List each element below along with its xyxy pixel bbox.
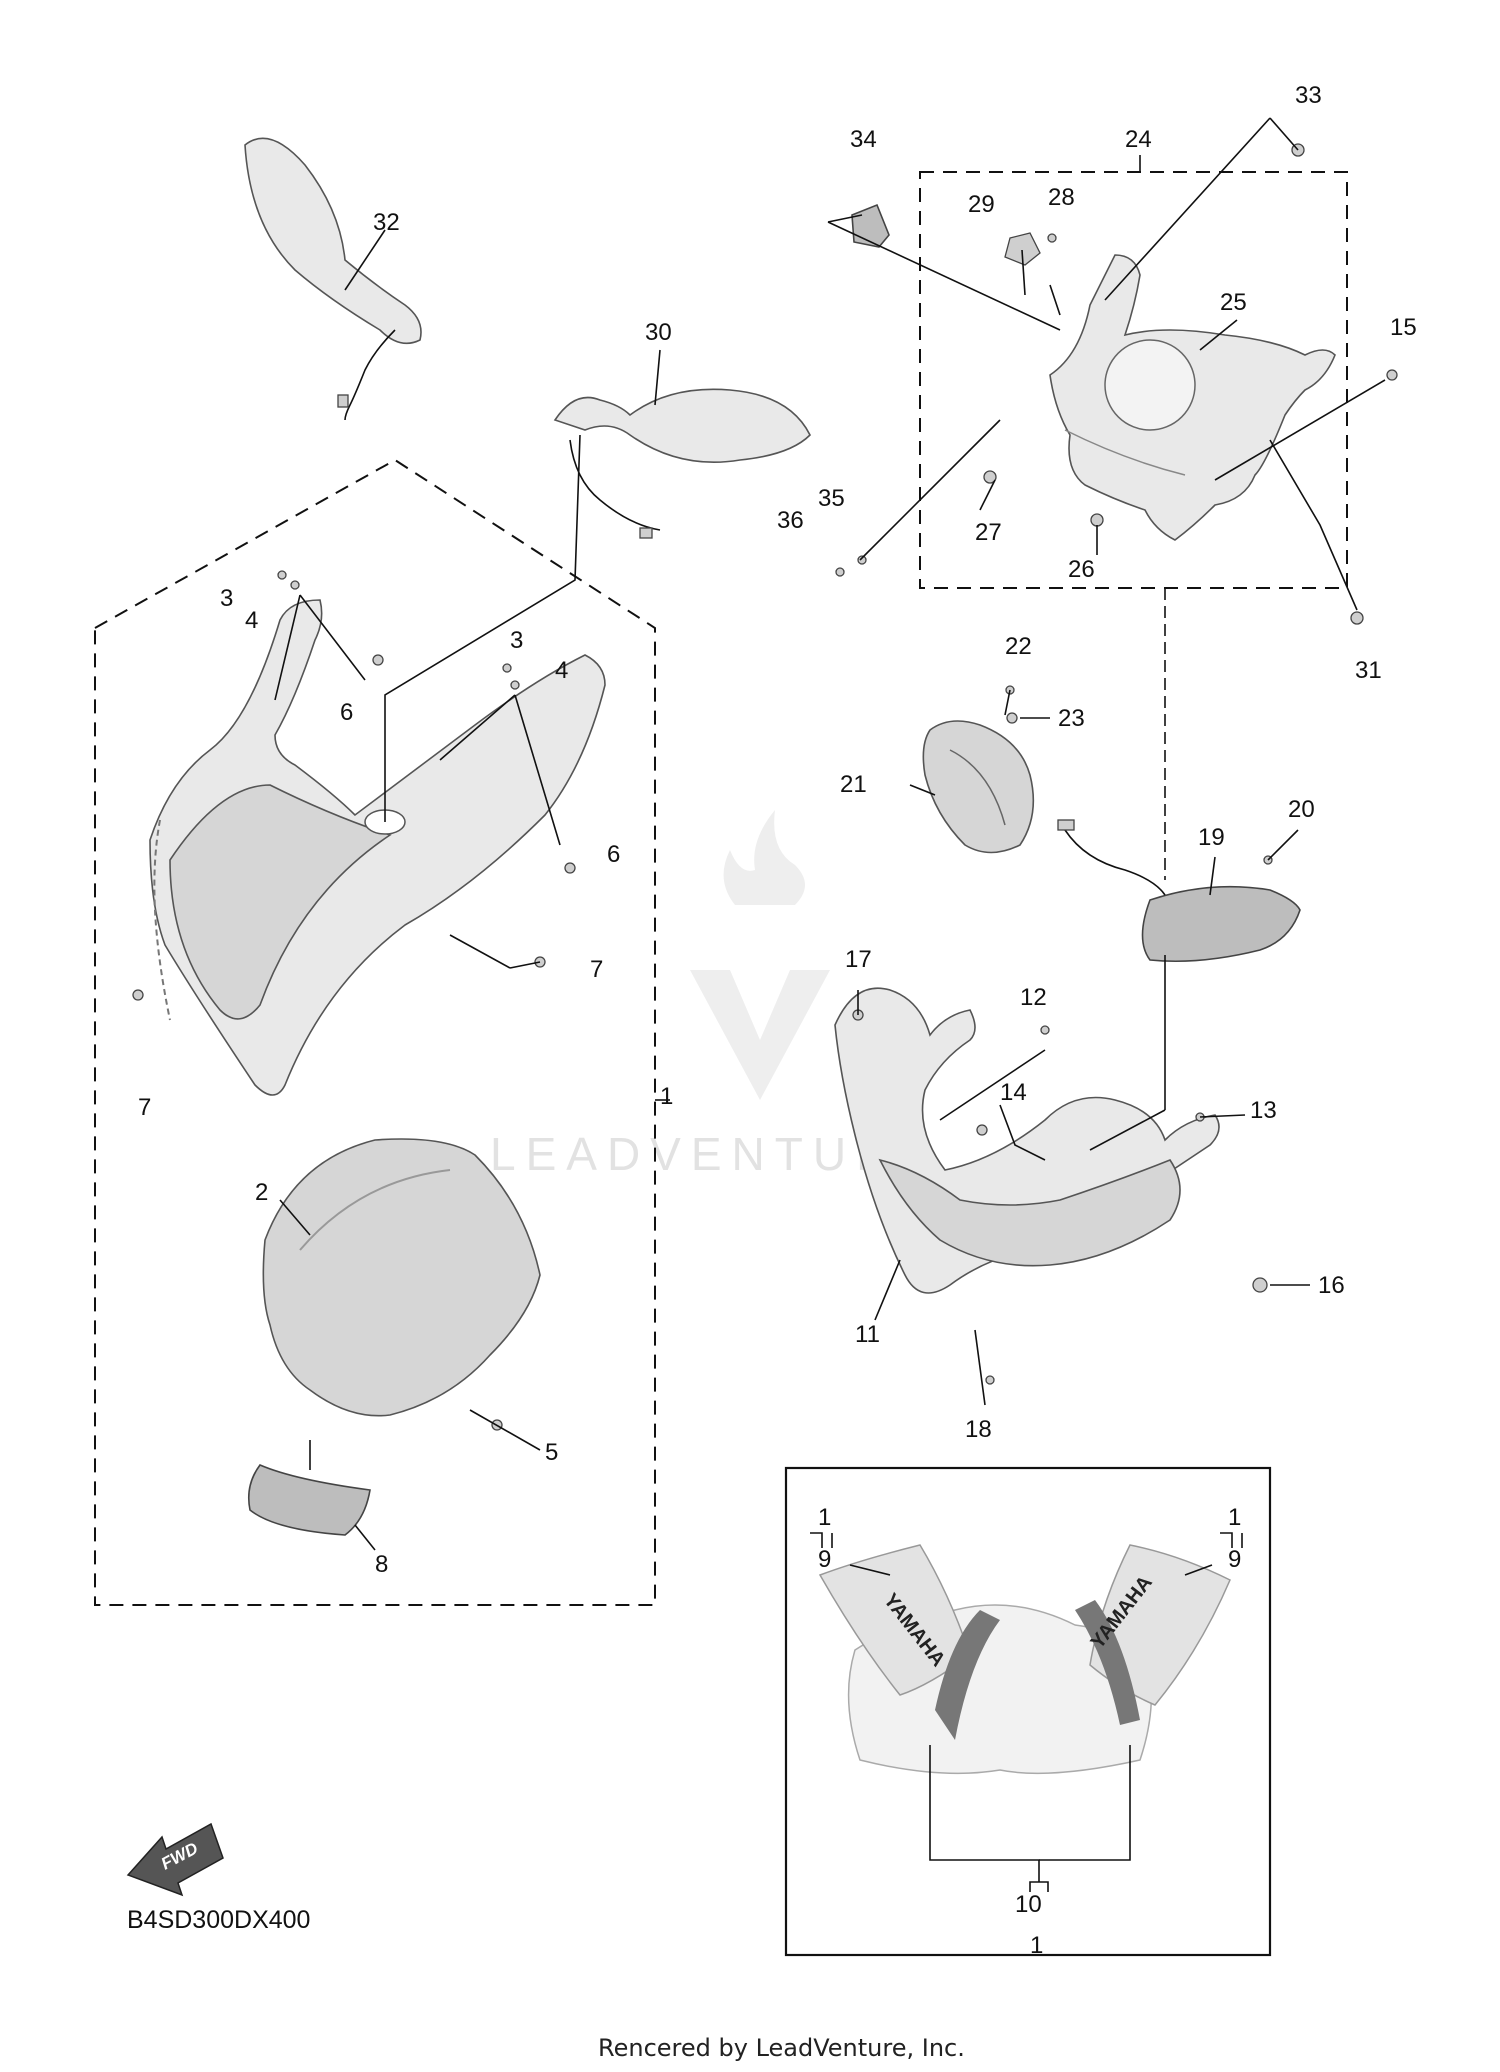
- callout-9a: 9: [818, 1546, 831, 1573]
- callout-6a: 6: [340, 699, 353, 726]
- callout-5: 5: [545, 1439, 558, 1466]
- callout-32: 32: [373, 209, 400, 236]
- callout-34: 34: [850, 126, 877, 153]
- callout-1: 1: [660, 1083, 673, 1110]
- callout-1-inset-left: 1: [818, 1504, 831, 1531]
- part-29-clip: [1004, 232, 1041, 266]
- diagram-code: B4SD300DX400: [127, 1906, 310, 1934]
- callout-20: 20: [1288, 796, 1315, 823]
- leader-lines: [274, 117, 1386, 1892]
- callout-8: 8: [375, 1551, 388, 1578]
- callout-1-inset-bottom: 1: [1030, 1932, 1043, 1959]
- callout-4b: 4: [555, 657, 568, 684]
- part-11-duct: [834, 987, 1220, 1294]
- callout-30: 30: [645, 319, 672, 346]
- part-2-windscreen: [262, 1138, 541, 1417]
- callout-21: 21: [840, 771, 867, 798]
- callout-3b: 3: [510, 627, 523, 654]
- callout-3a: 3: [220, 585, 233, 612]
- fwd-arrow-icon: FWD: [126, 1822, 224, 1897]
- callout-25: 25: [1220, 289, 1247, 316]
- callout-4a: 4: [245, 607, 258, 634]
- callout-26: 26: [1068, 556, 1095, 583]
- part-32-mirror: [244, 137, 422, 421]
- part-8-panel: [247, 1464, 371, 1536]
- callout-16: 16: [1318, 1272, 1345, 1299]
- callout-7a: 7: [590, 956, 603, 983]
- part-19-light: [1057, 819, 1301, 963]
- callout-11: 11: [855, 1321, 880, 1348]
- callout-17: 17: [845, 946, 872, 973]
- callout-36: 36: [777, 507, 804, 534]
- callout-7b: 7: [138, 1094, 151, 1121]
- part-1-upper-cowl: [149, 599, 606, 1096]
- inset-decal-diagram: YAMAHA YAMAHA: [818, 1544, 1231, 1775]
- callout-10: 10: [1015, 1891, 1042, 1918]
- inset-box: [784, 1466, 1272, 1957]
- callout-35: 35: [818, 485, 845, 512]
- callout-24: 24: [1125, 126, 1152, 153]
- group-box-1: [94, 458, 656, 1606]
- callout-6b: 6: [607, 841, 620, 868]
- callout-33: 33: [1295, 82, 1322, 109]
- callout-2: 2: [255, 1179, 268, 1206]
- callout-23: 23: [1058, 705, 1085, 732]
- part-34-bracket: [851, 203, 890, 248]
- callout-27: 27: [975, 519, 1002, 546]
- footer-credit: Rencered by LeadVenture, Inc.: [598, 2034, 965, 2062]
- callout-13: 13: [1250, 1097, 1277, 1124]
- callout-15: 15: [1390, 314, 1417, 341]
- callout-22: 22: [1005, 633, 1032, 660]
- group-box-24: [919, 171, 1348, 589]
- callout-18: 18: [965, 1416, 992, 1443]
- part-21-light: [922, 720, 1035, 854]
- callouts: 1 2 3 3 4 4 5 6 6 7 7 8 1 1 9 9 10 1 11 …: [138, 82, 1417, 1959]
- callout-29: 29: [968, 191, 995, 218]
- callout-1-inset-right: 1: [1228, 1504, 1241, 1531]
- callout-9b: 9: [1228, 1546, 1241, 1573]
- part-30-mirror: [553, 388, 811, 539]
- callout-19: 19: [1198, 824, 1225, 851]
- callout-31: 31: [1355, 657, 1382, 684]
- part-25-stay: [1049, 254, 1336, 541]
- callout-14: 14: [1000, 1079, 1027, 1106]
- callout-28: 28: [1048, 184, 1075, 211]
- callout-12: 12: [1020, 984, 1047, 1011]
